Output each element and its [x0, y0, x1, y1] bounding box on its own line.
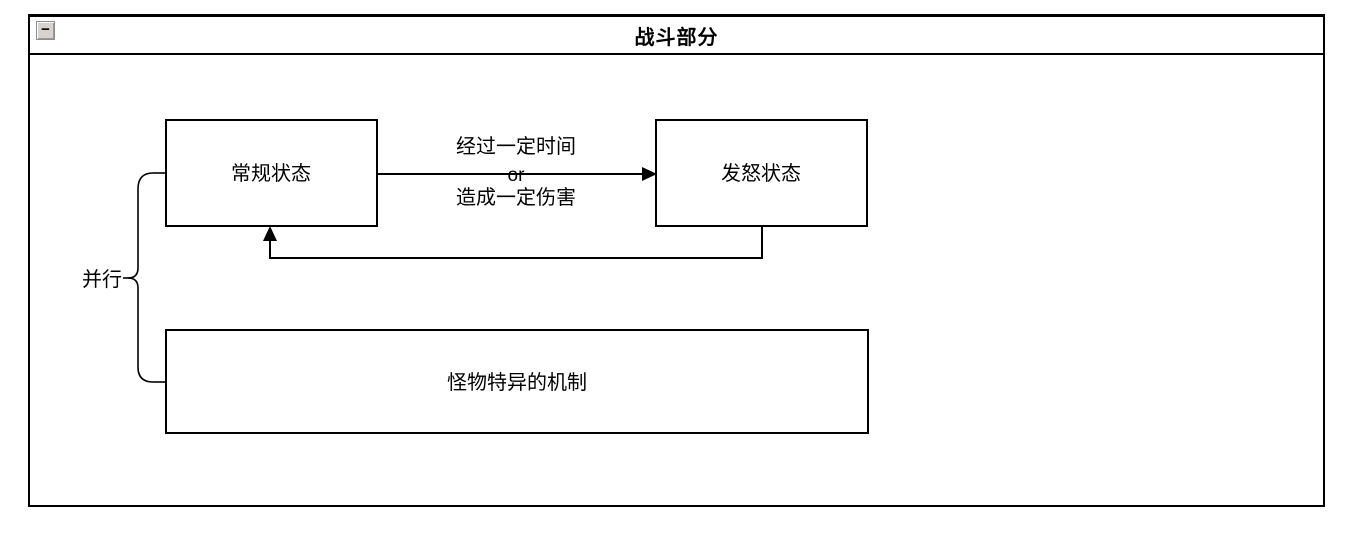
- transition-label-line1: 经过一定时间: [456, 135, 576, 158]
- transition-arrowhead-right: [642, 167, 657, 181]
- return-arrowhead-up: [263, 226, 277, 241]
- enraged-state-box[interactable]: [655, 119, 868, 227]
- minus-icon: −: [41, 21, 50, 38]
- transition-arrow[interactable]: [378, 167, 657, 181]
- frame-title-bar: − 战斗部分: [30, 17, 1323, 55]
- parallel-brace-connector[interactable]: [123, 172, 167, 383]
- normal-state-box[interactable]: [165, 119, 378, 227]
- enraged-state-node[interactable]: 发怒状态: [655, 119, 868, 227]
- transition-label-line3: 造成一定伤害: [456, 186, 576, 209]
- mechanism-box[interactable]: [165, 329, 869, 434]
- normal-state-node[interactable]: 常规状态: [165, 119, 378, 227]
- mechanism-label: 怪物特异的机制: [447, 371, 587, 394]
- transition-label-line2: or: [508, 165, 526, 186]
- curly-brace[interactable]: [127, 172, 154, 383]
- mechanism-node[interactable]: 怪物特异的机制: [165, 329, 869, 434]
- return-arrow[interactable]: [263, 226, 763, 259]
- frame-title: 战斗部分: [634, 26, 719, 49]
- collapse-button[interactable]: −: [36, 21, 55, 40]
- normal-state-label: 常规状态: [231, 162, 311, 185]
- enraged-state-label: 发怒状态: [721, 162, 801, 185]
- return-arrow-line[interactable]: [269, 227, 763, 259]
- parallel-label: 并行: [82, 268, 122, 291]
